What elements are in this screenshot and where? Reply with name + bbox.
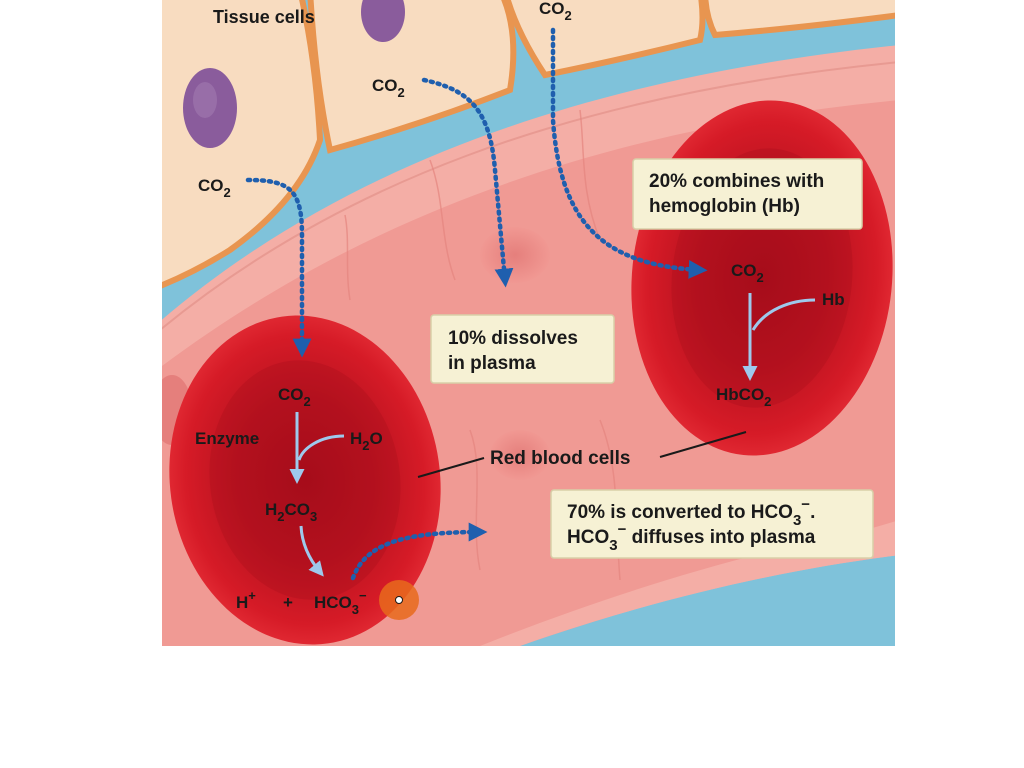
callout-dissolves-box — [430, 314, 615, 384]
pointer-cursor — [379, 580, 419, 620]
arrow-co2-middle-to-plasma — [421, 77, 514, 288]
label-hbco2: HbCO2 — [716, 385, 771, 409]
tissue-cell-middle — [307, 0, 517, 154]
label-co2-rbc-right: CO2 — [731, 261, 764, 285]
callout-converted-line2: HCO3− diffuses into plasma — [567, 521, 816, 554]
co2-rbc-right-sub: 2 — [757, 270, 764, 285]
tissue-cell-right — [504, 0, 706, 79]
h2co3-co: CO — [285, 500, 311, 519]
callout-converted-box — [550, 489, 874, 559]
callout-hemoglobin-line2: hemoglobin (Hb) — [649, 196, 800, 217]
nucleus-left-highlight — [193, 82, 217, 118]
label-tissue-cells: Tissue cells — [213, 7, 315, 27]
callout-dissolves-line1: 10% dissolves — [448, 328, 578, 349]
co2-middle-base: CO — [372, 76, 398, 95]
label-hco3: HCO3− — [314, 588, 367, 617]
converted-line2-end: diffuses into plasma — [626, 527, 815, 548]
callout-hemoglobin-line1: 20% combines with — [649, 171, 824, 192]
tissue-cell-far-right — [702, 0, 895, 39]
h2co3-h: H — [265, 500, 277, 519]
co2-rbc-left-sub: 2 — [304, 394, 311, 409]
hco3-sup: − — [359, 588, 367, 603]
label-co2-left: CO2 — [198, 176, 231, 200]
hbco2-base: HbCO — [716, 385, 764, 404]
co2-top-base: CO — [539, 0, 565, 18]
arrow-co2-top-to-rbc-right — [550, 27, 708, 279]
co2-left-base: CO — [198, 176, 224, 195]
arrow-h2co3-to-hco3 — [299, 525, 324, 577]
label-red-blood-cells: Red blood cells — [490, 448, 630, 469]
label-co2-rbc-left: CO2 — [278, 385, 311, 409]
converted-line1-sup: − — [801, 496, 810, 513]
converted-line2-sub: 3 — [609, 537, 617, 554]
arrow-hb-in — [751, 298, 816, 331]
label-h2o: H2O — [350, 429, 383, 453]
converted-line2-sup: − — [618, 521, 627, 538]
pointer-line-right — [659, 431, 747, 458]
co2-rbc-left-base: CO — [278, 385, 304, 404]
label-co2-middle: CO2 — [372, 76, 405, 100]
hbco2-sub: 2 — [764, 394, 771, 409]
tissue-cells — [162, 0, 895, 289]
co2-left-sub: 2 — [224, 185, 231, 200]
label-h2co3: H2CO3 — [265, 500, 317, 524]
hco3-sub: 3 — [352, 602, 359, 617]
h2o-h: H — [350, 429, 362, 448]
co2-top-sub: 2 — [565, 8, 572, 23]
converted-line1-text: 70% is converted to HCO — [567, 502, 793, 523]
converted-line2-text: HCO — [567, 527, 609, 548]
arrow-hco3-to-plasma — [350, 522, 488, 581]
h-plus-sup: + — [248, 588, 256, 603]
callout-converted-line1: 70% is converted to HCO3−. — [567, 496, 815, 529]
arrow-h2o-in — [297, 434, 345, 461]
co2-diffusion-arrows — [245, 27, 708, 581]
callout-hemoglobin-box — [632, 158, 863, 230]
lower-interstitial — [520, 555, 895, 646]
ghost-cell-lower — [490, 430, 550, 480]
label-hb: Hb — [822, 290, 845, 309]
arrow-co2-left-to-rbc — [245, 177, 312, 358]
co2-middle-sub: 2 — [398, 85, 405, 100]
callout-dissolves-line2: in plasma — [448, 353, 536, 374]
label-h-plus: H+ — [236, 588, 256, 612]
h2co3-sub2: 2 — [277, 509, 284, 524]
h2o-sub: 2 — [362, 438, 369, 453]
reaction-arrows — [289, 293, 816, 577]
pointer-line-left — [417, 457, 485, 478]
label-plus-sign: + — [283, 593, 293, 612]
h-plus-h: H — [236, 593, 248, 612]
label-enzyme: Enzyme — [195, 429, 259, 448]
h2co3-sub3: 3 — [310, 509, 317, 524]
hco3-base: HCO — [314, 593, 352, 612]
vessel-wall-lines — [162, 61, 895, 330]
co2-rbc-right-base: CO — [731, 261, 757, 280]
converted-line1-end: . — [810, 502, 815, 523]
converted-line1-sub: 3 — [793, 512, 801, 529]
ghost-cell-upper — [480, 227, 550, 283]
red-blood-cell-left — [169, 315, 441, 645]
label-co2-top: CO2 — [539, 0, 572, 23]
nucleus-top — [361, 0, 405, 42]
h2o-o: O — [370, 429, 383, 448]
